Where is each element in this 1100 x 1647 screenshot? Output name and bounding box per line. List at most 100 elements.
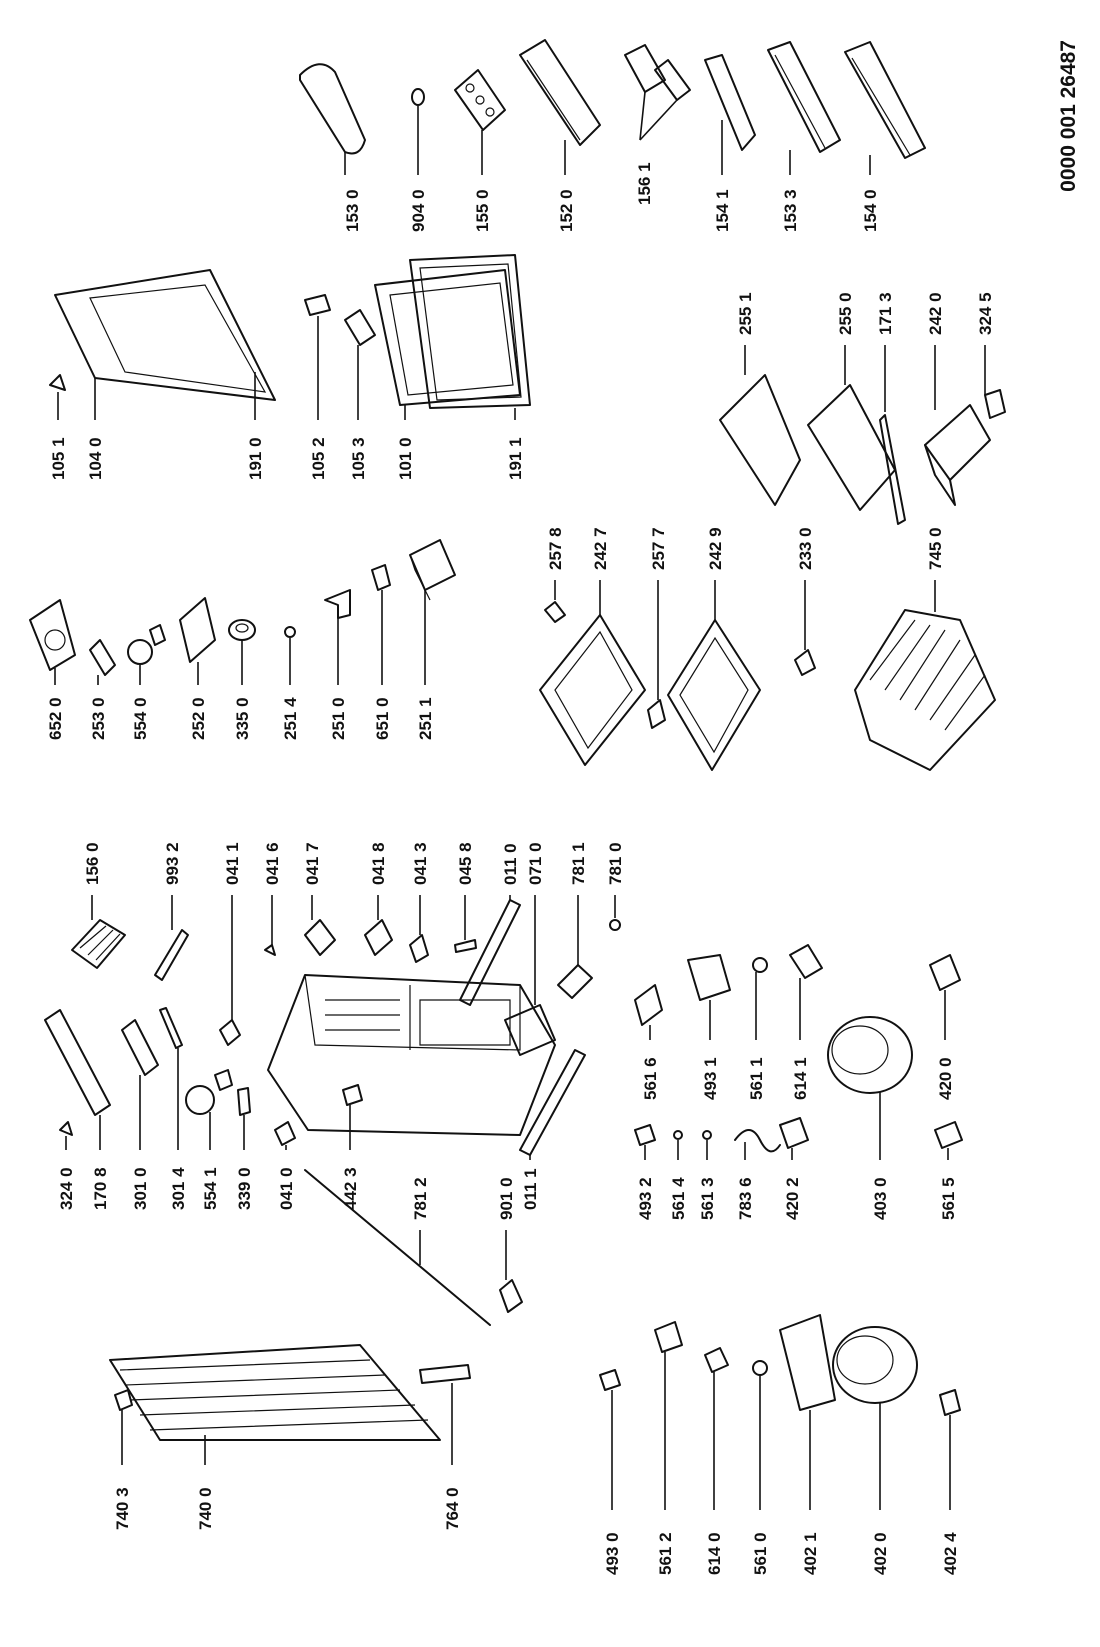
label-156-0: 156 0 xyxy=(83,842,102,885)
relay-614-1-drawing xyxy=(789,944,823,1040)
label-561-0: 561 0 xyxy=(751,1532,770,1575)
label-154-1: 154 1 xyxy=(713,189,732,232)
compressor-402-0-drawing xyxy=(832,1326,918,1510)
label-745-0: 745 0 xyxy=(926,527,945,570)
label-904-0: 904 0 xyxy=(409,189,428,232)
label-324-0: 324 0 xyxy=(57,1167,76,1210)
lamp-651-0-drawing xyxy=(371,564,391,685)
label-561-5: 561 5 xyxy=(939,1177,958,1220)
plate-740-3-drawing xyxy=(114,1389,133,1465)
label-901-0: 901 0 xyxy=(497,1177,516,1220)
glass-shelf-255-1-drawing xyxy=(719,345,801,506)
label-614-1: 614 1 xyxy=(791,1057,810,1100)
label-257-7: 257 7 xyxy=(649,527,668,570)
diagram-code: 0000 001 26487 xyxy=(1057,40,1080,192)
hinge-041-3-drawing xyxy=(409,895,429,963)
box-251-1-drawing xyxy=(409,539,456,685)
label-561-2: 561 2 xyxy=(656,1532,675,1575)
fridge-door-101-0-drawing xyxy=(374,269,521,420)
clip-041-6-drawing xyxy=(264,895,276,956)
panel-170-8-drawing xyxy=(44,1009,111,1150)
label-403-0: 403 0 xyxy=(871,1177,890,1220)
label-781-0: 781 0 xyxy=(606,842,625,885)
label-155-0: 155 0 xyxy=(473,189,492,232)
door-gasket-191-1-drawing xyxy=(409,254,531,420)
label-493-0: 493 0 xyxy=(603,1532,622,1575)
label-993-2: 993 2 xyxy=(163,842,182,885)
clip-561-0-drawing xyxy=(752,1360,768,1510)
label-764-0: 764 0 xyxy=(443,1487,462,1530)
label-554-1: 554 1 xyxy=(201,1167,220,1210)
terminal-561-4-drawing xyxy=(673,1130,683,1160)
label-041-3: 041 3 xyxy=(411,842,430,885)
strip-301-4-drawing xyxy=(159,1007,183,1150)
label-251-4: 251 4 xyxy=(281,697,300,740)
label-153-0: 153 0 xyxy=(343,189,362,232)
lamp-holder-554-1-drawing xyxy=(185,1069,233,1150)
label-783-6: 783 6 xyxy=(736,1177,755,1220)
knob-335-0-drawing xyxy=(228,619,256,685)
label-041-7: 041 7 xyxy=(303,842,322,885)
label-740-3: 740 3 xyxy=(113,1487,132,1530)
label-242-7: 242 7 xyxy=(591,527,610,570)
label-339-0: 339 0 xyxy=(235,1167,254,1210)
switch-339-0-drawing xyxy=(237,1087,251,1150)
label-740-0: 740 0 xyxy=(196,1487,215,1530)
handle-257-8-drawing xyxy=(544,580,566,623)
cover-493-2-drawing xyxy=(634,1124,656,1160)
label-493-2: 493 2 xyxy=(636,1177,655,1220)
label-442-3: 442 3 xyxy=(341,1167,360,1210)
lamp-holder-554-0-drawing xyxy=(127,624,166,685)
label-420-0: 420 0 xyxy=(936,1057,955,1100)
label-324-5: 324 5 xyxy=(976,292,995,335)
label-301-0: 301 0 xyxy=(131,1167,150,1210)
ice-tray-156-0-drawing xyxy=(71,895,126,969)
bracket-041-8-drawing xyxy=(364,895,393,956)
housing-252-0-drawing xyxy=(179,597,216,685)
label-614-0: 614 0 xyxy=(705,1532,724,1575)
label-011-1: 011 1 xyxy=(521,1168,540,1210)
grille-781-1-drawing xyxy=(557,895,593,999)
bracket-561-5-drawing xyxy=(934,1121,963,1160)
label-170-8: 170 8 xyxy=(91,1167,110,1210)
handle-257-7-drawing xyxy=(647,580,666,729)
condenser-740-0-drawing xyxy=(109,1344,441,1465)
label-171-3: 171 3 xyxy=(876,292,895,335)
label-402-1: 402 1 xyxy=(801,1532,820,1575)
relay-561-6-drawing xyxy=(634,984,663,1040)
label-335-0: 335 0 xyxy=(233,697,252,740)
label-242-9: 242 9 xyxy=(706,527,725,570)
cover-071-0-drawing xyxy=(504,895,556,1056)
label-191-1: 191 1 xyxy=(506,437,525,480)
label-561-4: 561 4 xyxy=(669,1177,688,1220)
plug-781-0-drawing xyxy=(609,895,621,931)
label-105-3: 105 3 xyxy=(349,437,368,480)
label-255-0: 255 0 xyxy=(836,292,855,335)
clamp-901-0-drawing xyxy=(499,1230,523,1313)
cover-324-0-drawing xyxy=(59,1121,73,1150)
label-252-0: 252 0 xyxy=(189,697,208,740)
label-233-0: 233 0 xyxy=(796,527,815,570)
label-251-1: 251 1 xyxy=(416,697,435,740)
clip-561-1-drawing xyxy=(752,957,768,1040)
label-255-1: 255 1 xyxy=(736,292,755,335)
label-101-0: 101 0 xyxy=(396,437,415,480)
label-156-1: 156 1 xyxy=(635,162,654,205)
clip-324-5-drawing xyxy=(984,345,1006,419)
sensor-993-2-drawing xyxy=(154,895,189,981)
drawer-242-7-drawing xyxy=(539,580,646,766)
bracket-041-1-drawing xyxy=(219,895,241,1046)
label-041-8: 041 8 xyxy=(369,842,388,885)
ring-251-4-drawing xyxy=(284,626,296,685)
bottle-shelf-152-0-drawing xyxy=(519,39,601,175)
pin-045-8-drawing xyxy=(454,895,477,953)
label-041-6: 041 6 xyxy=(263,842,282,885)
label-253-0: 253 0 xyxy=(89,697,108,740)
hinge-105-2-drawing xyxy=(304,294,331,420)
relay-614-0-drawing xyxy=(704,1347,729,1510)
trim-154-1-drawing xyxy=(704,54,756,175)
label-301-4: 301 4 xyxy=(169,1167,188,1210)
wire-783-6-drawing xyxy=(734,1129,781,1160)
label-041-1: 041 1 xyxy=(223,842,242,885)
